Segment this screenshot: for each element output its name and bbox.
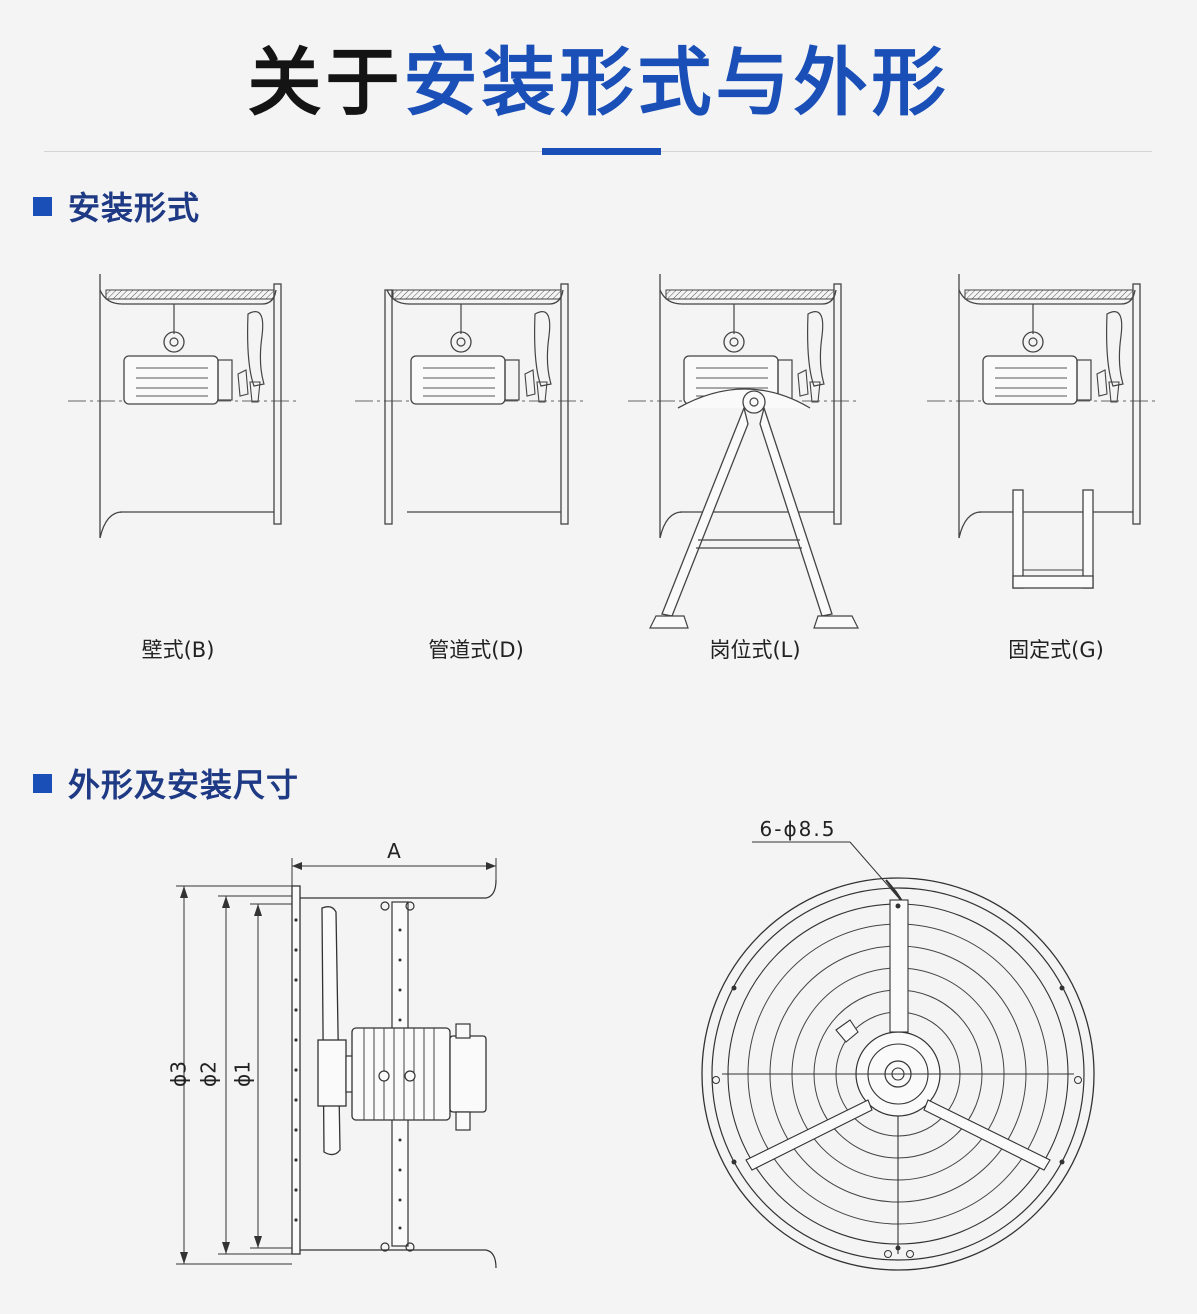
caption-fixed: 固定式(G): [1008, 638, 1104, 662]
page-title: 关于安装形式与外形: [0, 28, 1197, 138]
section-heading-install: 安装形式: [33, 186, 201, 227]
install-diagram-duct: [354, 283, 586, 525]
side-outline-drawing: [176, 858, 497, 1269]
caption-duct: 管道式(D): [428, 638, 524, 662]
section-bullet-icon: [33, 773, 52, 793]
dim-length-label: A: [387, 839, 401, 863]
caption-wall: 壁式(B): [141, 638, 215, 662]
front-outline-drawing: [701, 841, 1095, 1271]
dim-d3-label: ϕ3: [167, 1061, 191, 1087]
section-heading-install-text: 安装形式: [68, 189, 201, 227]
title-accent-bar: [542, 148, 661, 155]
section-bullet-icon: [33, 196, 52, 216]
install-diagram-wall: [67, 274, 299, 539]
dim-holes-label: 6-ϕ8.5: [760, 817, 837, 841]
install-diagram-post: [627, 274, 859, 629]
title-black-part: 关于: [247, 40, 404, 126]
title-blue-part: 安装形式与外形: [403, 40, 950, 126]
install-diagram-fixed: [926, 274, 1158, 589]
section-heading-outline-text: 外形及安装尺寸: [68, 766, 300, 804]
caption-post: 岗位式(L): [709, 638, 801, 662]
section-heading-outline: 外形及安装尺寸: [33, 763, 300, 804]
dim-d1-label: ϕ1: [231, 1061, 255, 1087]
dim-d2-label: ϕ2: [197, 1061, 221, 1087]
